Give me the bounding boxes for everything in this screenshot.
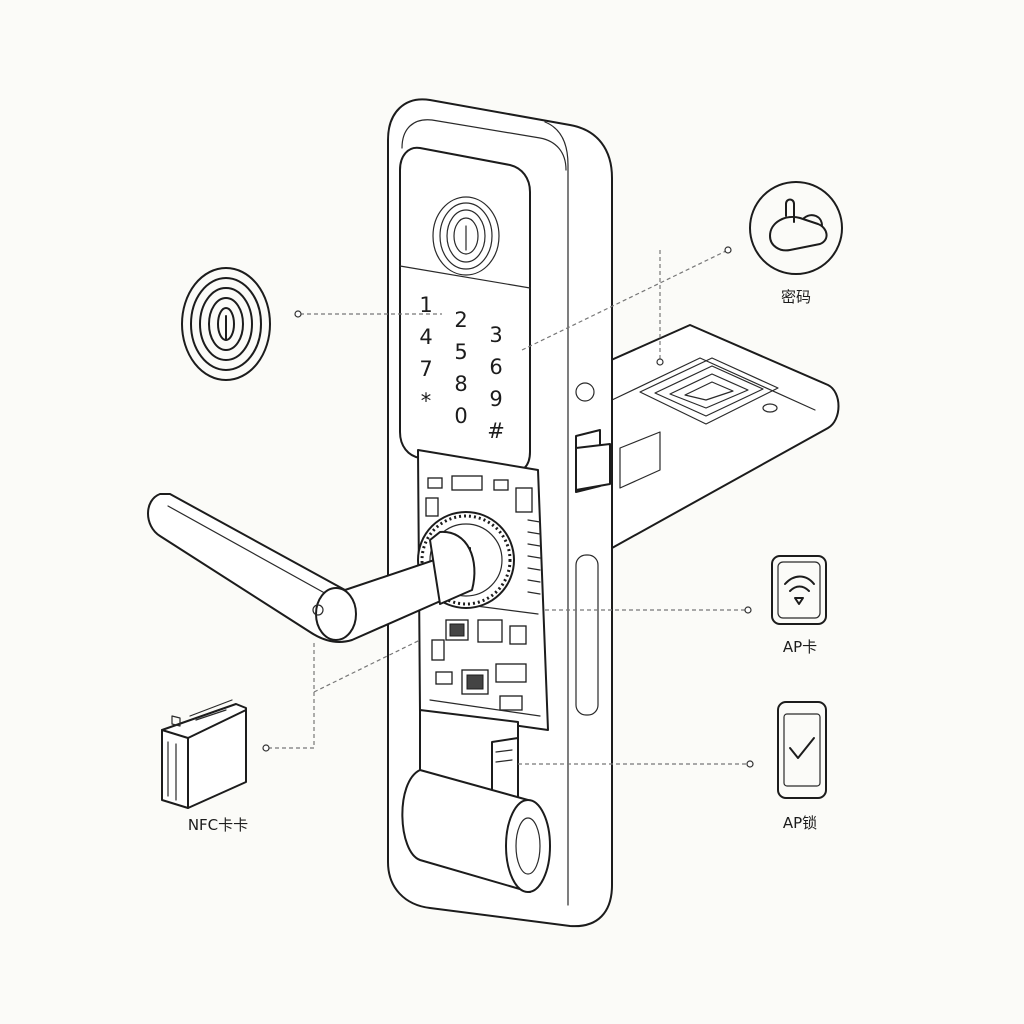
ap-card-label: AP卡 <box>782 638 818 656</box>
fingerprint-icon <box>181 267 271 381</box>
wireless-card-icon <box>771 555 827 625</box>
battery-card-icon <box>161 699 247 809</box>
keypad-keys: 1 2 3 4 5 6 7 8 9 * 0 # <box>419 293 504 443</box>
key-9[interactable]: 9 <box>489 387 502 411</box>
key-5[interactable]: 5 <box>454 340 467 364</box>
key-1[interactable]: 1 <box>419 293 432 317</box>
leader-lines <box>262 246 754 768</box>
password-label: 密码 <box>780 288 812 306</box>
mortise-grid <box>639 357 779 425</box>
key-0[interactable]: 0 <box>454 404 467 428</box>
key-hash[interactable]: # <box>487 419 505 443</box>
key-4[interactable]: 4 <box>419 325 432 349</box>
mortise-plate <box>599 324 840 549</box>
key-8[interactable]: 8 <box>454 372 467 396</box>
door-handle <box>147 493 476 643</box>
key-7[interactable]: 7 <box>419 357 432 381</box>
ap-lock-label: AP锁 <box>782 814 818 832</box>
nfc-card-label: NFC卡卡 <box>187 816 249 834</box>
key-2[interactable]: 2 <box>454 308 467 332</box>
smartphone-check-icon <box>777 701 827 799</box>
key-6[interactable]: 6 <box>489 355 502 379</box>
battery-cylinder <box>401 769 551 893</box>
key-3[interactable]: 3 <box>489 323 502 347</box>
hand-tap-icon <box>749 181 843 275</box>
latch-bolt <box>575 429 611 493</box>
key-star[interactable]: * <box>421 389 432 413</box>
fingerprint-sensor-icon <box>432 196 500 276</box>
